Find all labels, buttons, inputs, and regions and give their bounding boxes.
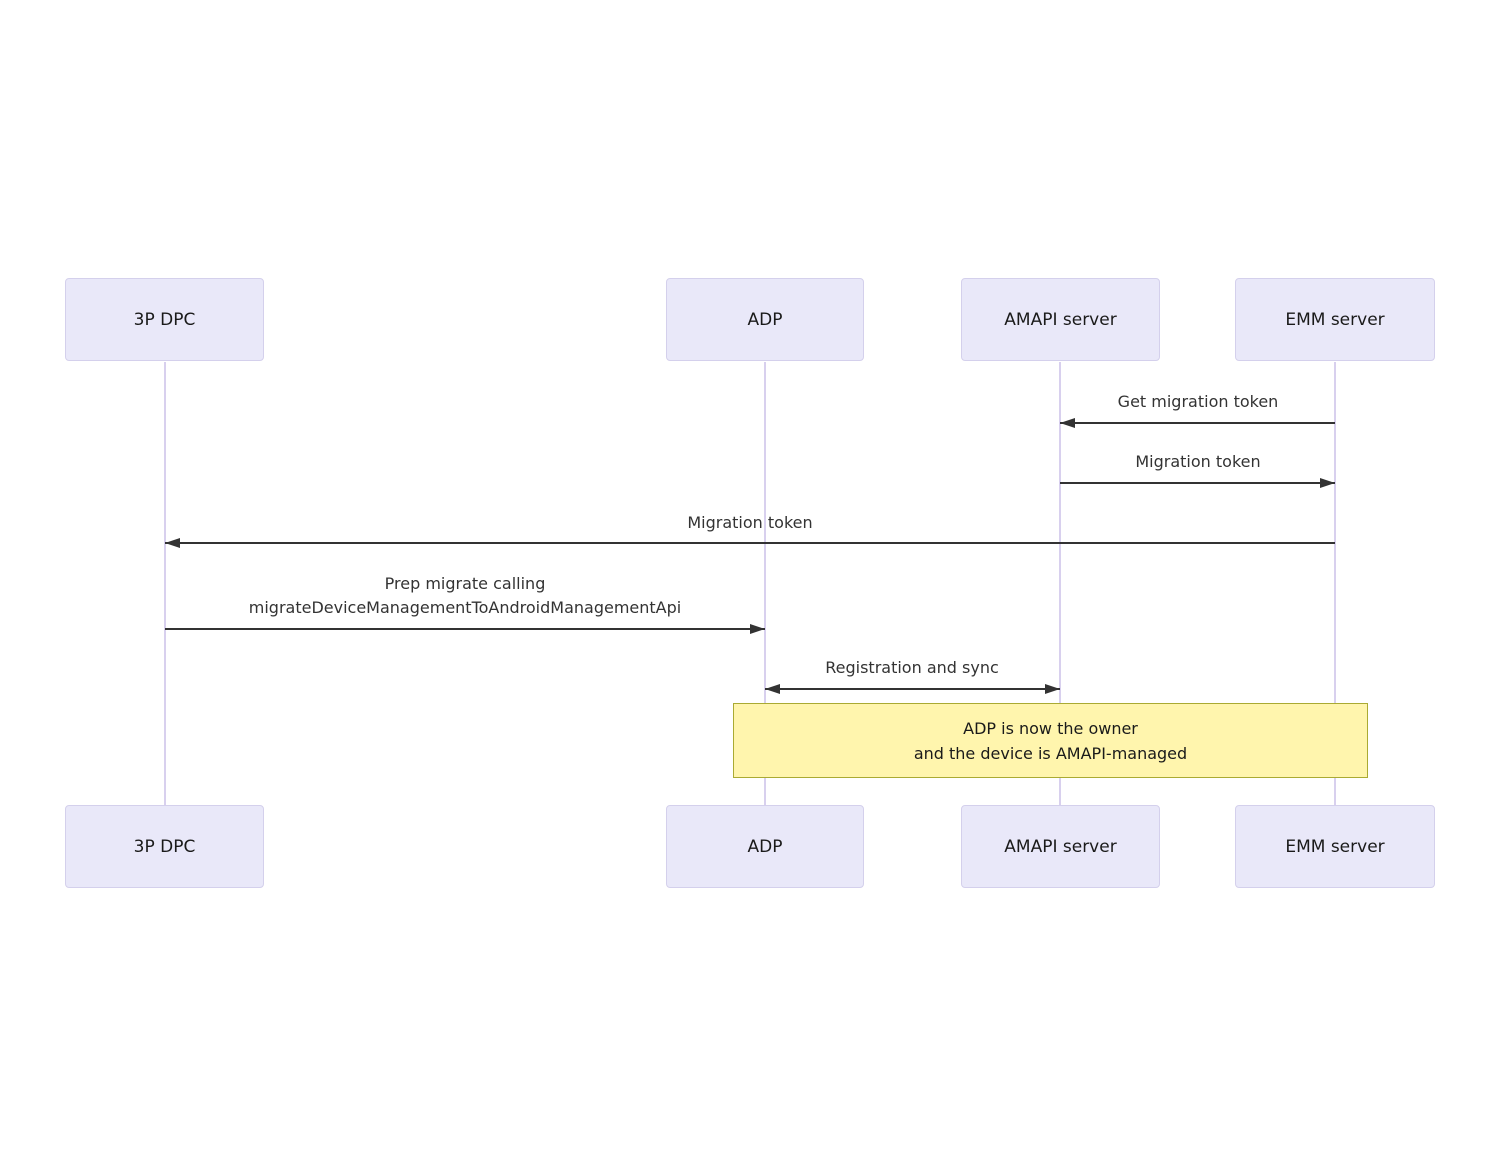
actor-amapi-server-top: AMAPI server — [961, 278, 1160, 361]
message-label-get-migration-token: Get migration token — [1117, 392, 1279, 411]
message-arrow-migration-token-1 — [1060, 482, 1335, 484]
arrowhead-right-icon — [1320, 478, 1335, 488]
actor-label: 3P DPC — [133, 836, 196, 857]
arrowhead-left-icon — [165, 538, 180, 548]
message-label-migration-token-1: Migration token — [1135, 452, 1261, 471]
lifeline-3p-dpc — [164, 362, 166, 805]
message-arrow-get-migration-token — [1060, 422, 1335, 424]
actor-label: EMM server — [1285, 836, 1385, 857]
message-label-line-1: Prep migrate calling — [384, 574, 546, 593]
actor-label: AMAPI server — [1004, 309, 1117, 330]
lifeline-adp — [764, 362, 766, 805]
actor-emm-server-bottom: EMM server — [1235, 805, 1435, 888]
actor-emm-server-top: EMM server — [1235, 278, 1435, 361]
actor-3p-dpc-bottom: 3P DPC — [65, 805, 264, 888]
message-label-migration-token-2: Migration token — [687, 513, 813, 532]
message-label-registration-and-sync: Registration and sync — [825, 658, 999, 677]
lifeline-amapi-server — [1059, 362, 1061, 805]
actor-3p-dpc-top: 3P DPC — [65, 278, 264, 361]
note-line-1: ADP is now the owner — [963, 718, 1138, 738]
arrowhead-left-icon — [765, 684, 780, 694]
actor-amapi-server-bottom: AMAPI server — [961, 805, 1160, 888]
actor-label: AMAPI server — [1004, 836, 1117, 857]
note-line-2: and the device is AMAPI-managed — [913, 743, 1188, 763]
arrowhead-left-icon — [1060, 418, 1075, 428]
message-label-prep-migrate: Prep migrate calling migrateDeviceManage… — [165, 572, 765, 620]
actor-adp-bottom: ADP — [666, 805, 864, 888]
message-arrow-migration-token-2 — [165, 542, 1335, 544]
message-arrow-registration-and-sync — [765, 688, 1060, 690]
message-label-line-2: migrateDeviceManagementToAndroidManageme… — [248, 598, 682, 617]
actor-label: 3P DPC — [133, 309, 196, 330]
lifeline-emm-server — [1334, 362, 1336, 805]
message-arrow-prep-migrate — [165, 628, 765, 630]
arrowhead-right-icon — [1045, 684, 1060, 694]
actor-label: ADP — [747, 309, 783, 330]
actor-label: ADP — [747, 836, 783, 857]
actor-adp-top: ADP — [666, 278, 864, 361]
note-adp-owner: ADP is now the owner and the device is A… — [733, 703, 1368, 778]
arrowhead-right-icon — [750, 624, 765, 634]
actor-label: EMM server — [1285, 309, 1385, 330]
